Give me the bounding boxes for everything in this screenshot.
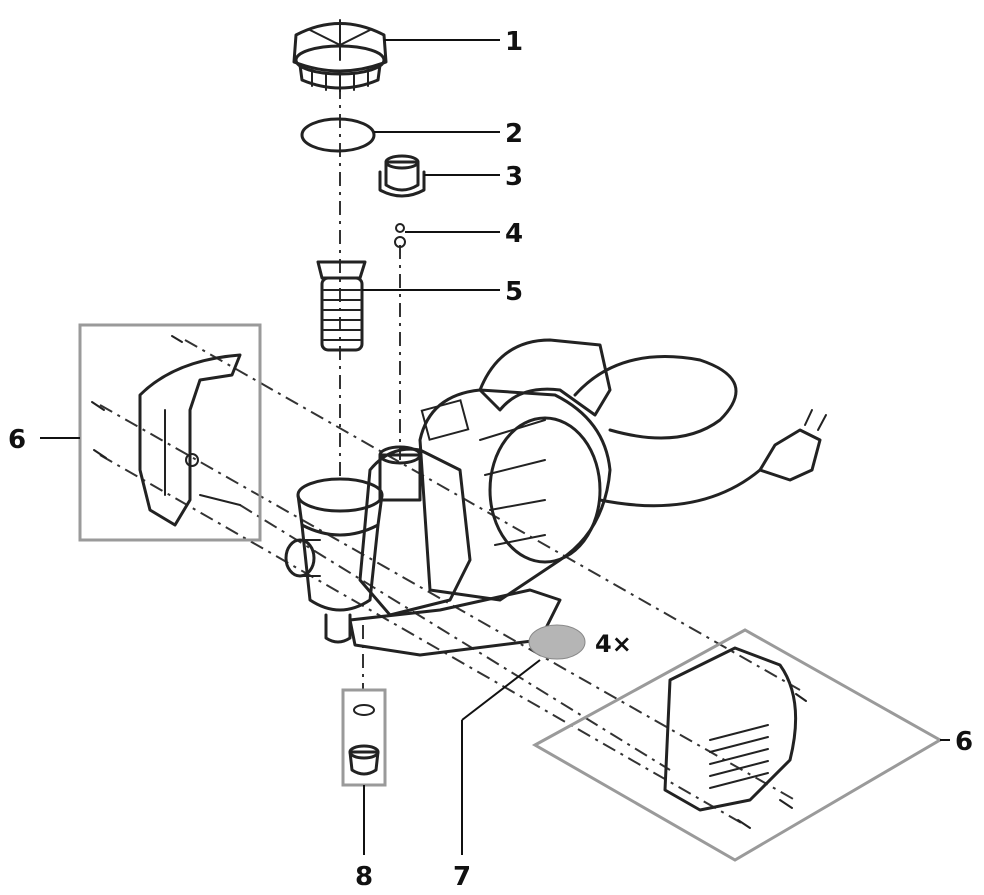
screw-cap-part xyxy=(292,19,388,92)
screw-icon xyxy=(737,819,751,829)
quantity-label: 4× xyxy=(595,630,632,658)
screw-icon xyxy=(779,799,793,809)
callout-3: 3 xyxy=(505,162,523,192)
screw-icon xyxy=(91,401,105,411)
callout-6-right: 6 xyxy=(955,727,973,757)
callout-7: 7 xyxy=(453,862,471,892)
rubber-foot-part xyxy=(528,624,586,660)
drain-plug-group xyxy=(341,688,387,787)
small-seal-part xyxy=(394,223,406,248)
callout-5: 5 xyxy=(505,277,523,307)
callout-8: 8 xyxy=(355,862,373,892)
callout-2: 2 xyxy=(505,119,523,149)
screw-icon xyxy=(171,335,183,343)
leader-lines xyxy=(40,39,950,855)
o-ring-part xyxy=(300,117,376,153)
left-cover-group xyxy=(78,323,262,542)
screw-icon xyxy=(93,449,107,459)
filter-part xyxy=(316,260,367,352)
screw-icon xyxy=(795,693,807,702)
right-cover-group xyxy=(531,628,944,862)
callout-1: 1 xyxy=(505,27,523,57)
assembly-axis-lines xyxy=(99,85,801,826)
callout-6-left: 6 xyxy=(8,425,26,455)
callout-4: 4 xyxy=(505,219,523,249)
pump-body xyxy=(284,338,827,657)
vent-screw-part xyxy=(378,154,426,198)
